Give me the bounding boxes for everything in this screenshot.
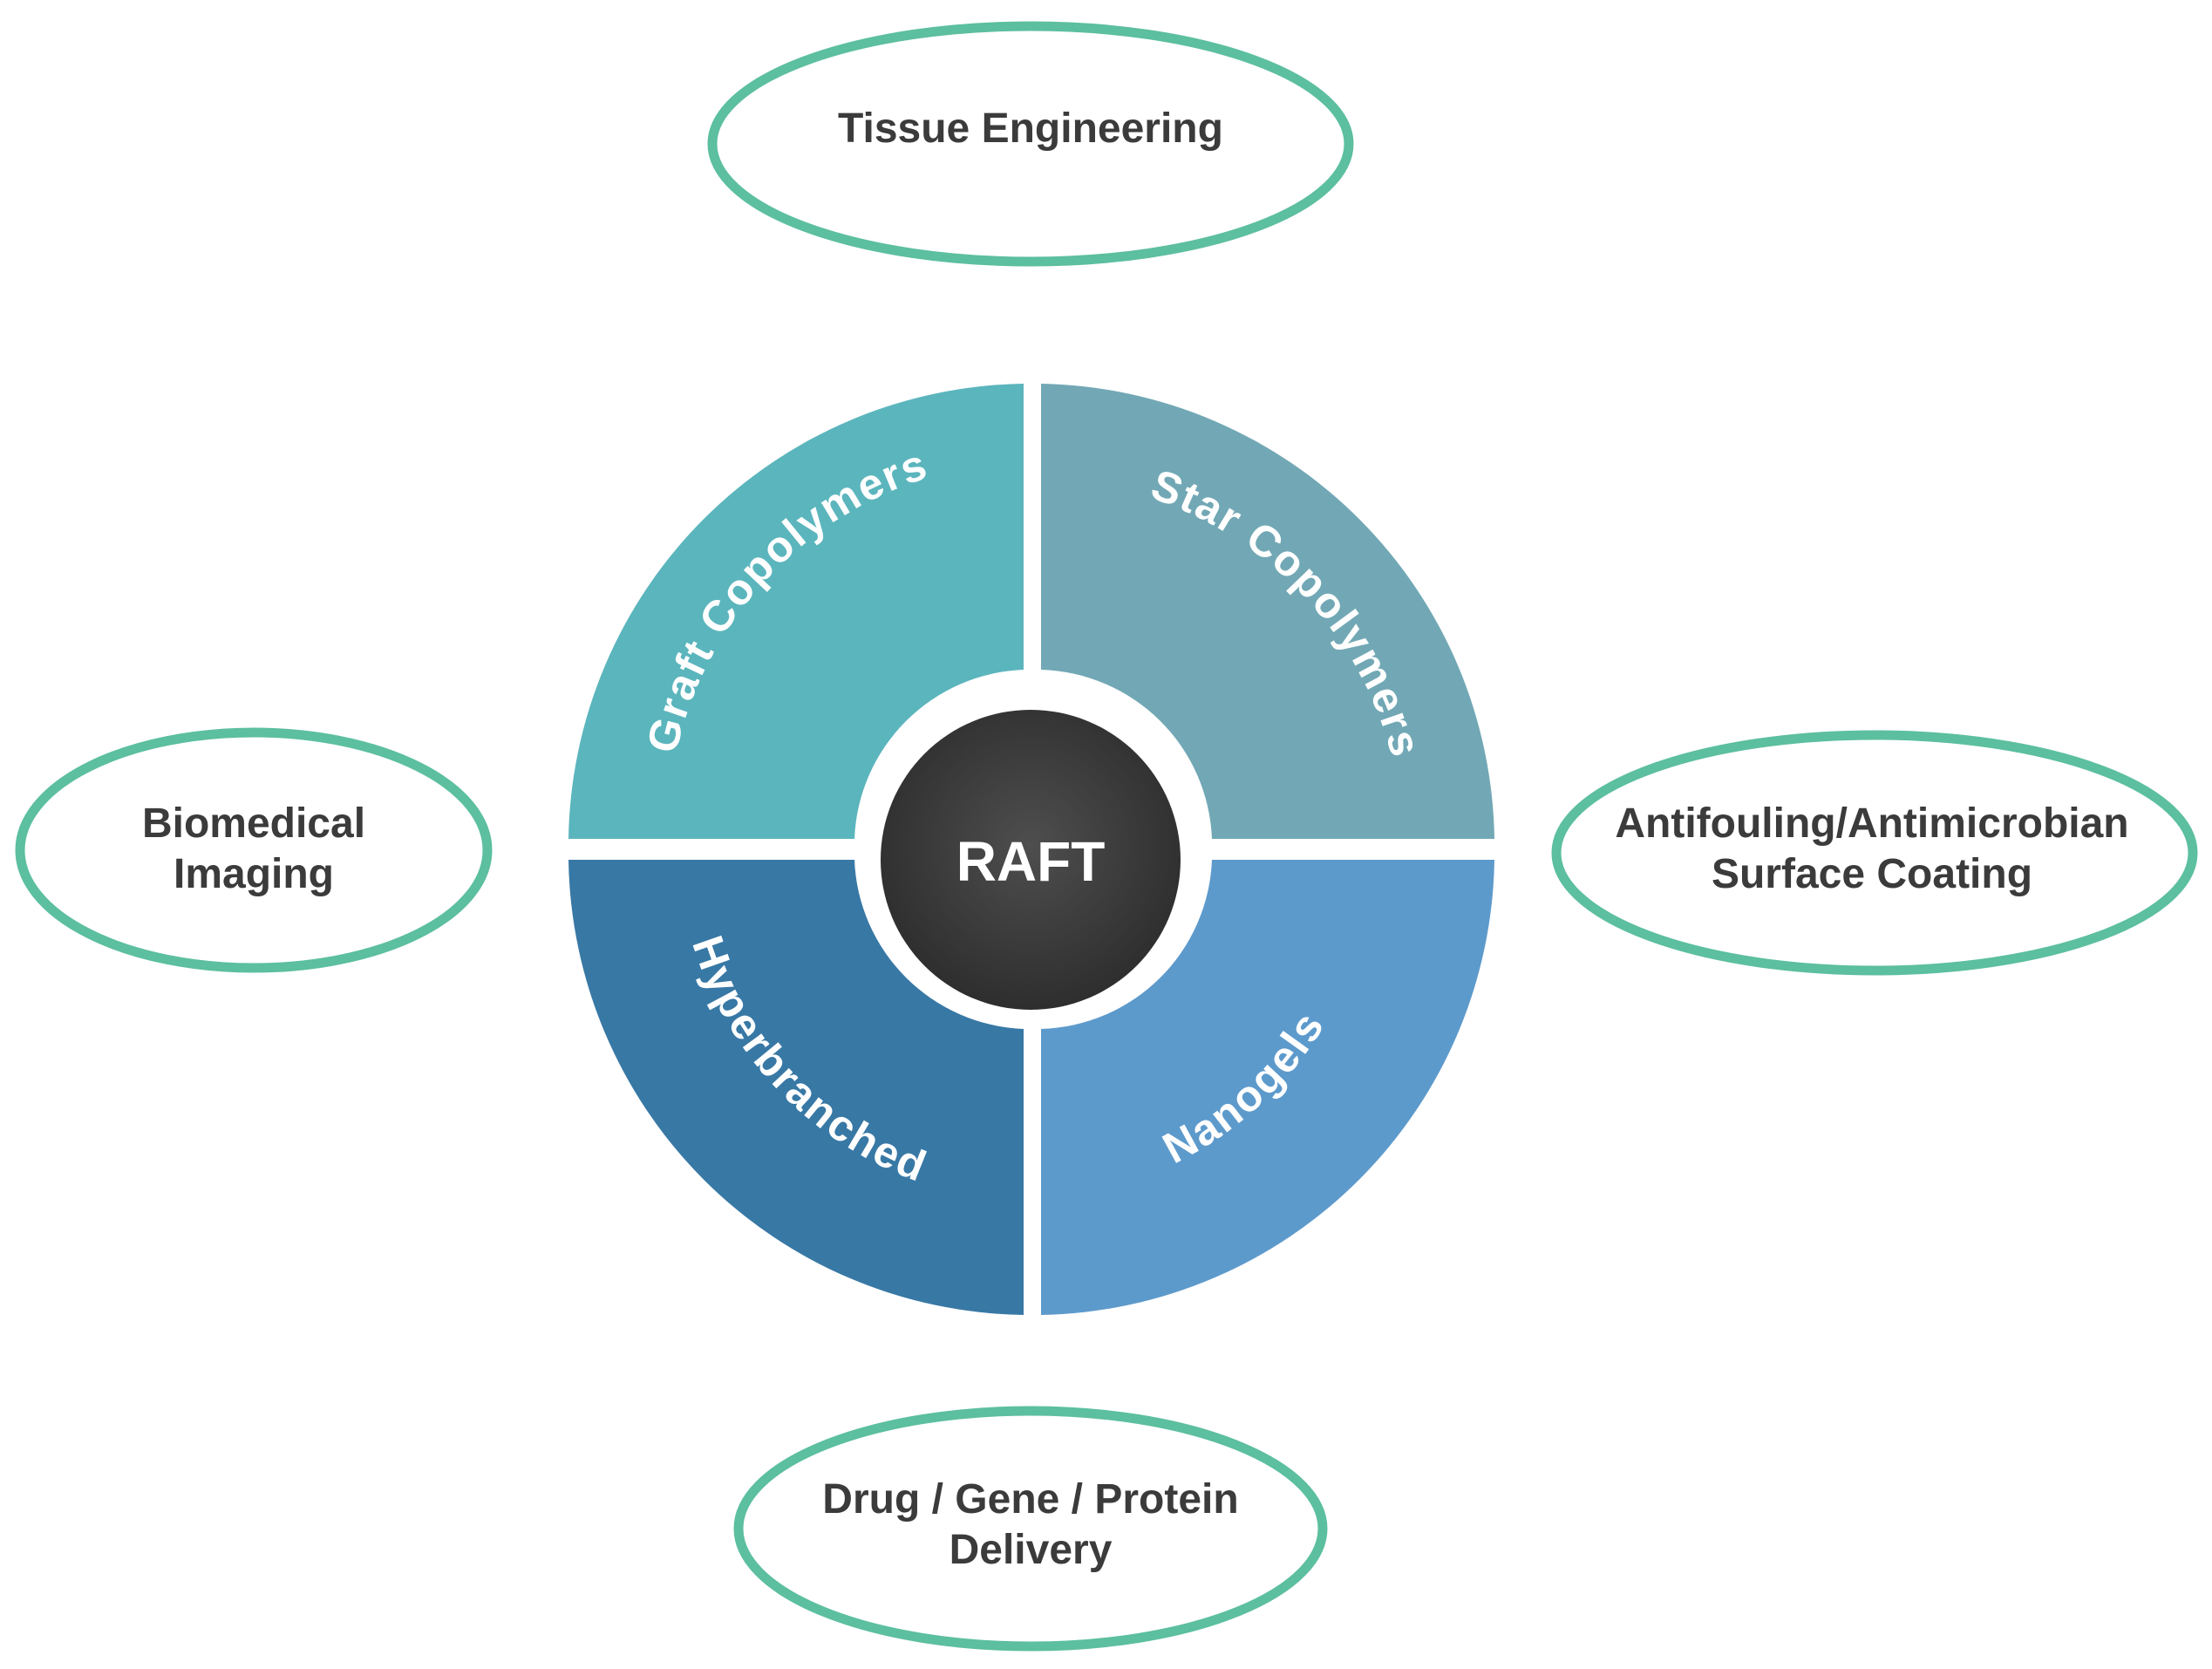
application-label-line: Surface Coating [1712,851,2032,897]
application-biomedical-imaging: Biomedical Imaging [15,727,493,973]
application-label-line: Drug / Gene / Protein [822,1476,1238,1523]
segment-graft-copolymers [568,384,1024,839]
application-ellipse [707,21,1354,267]
application-label-line: Tissue Engineering [838,106,1223,152]
application-label-line: Imaging [174,851,334,897]
segment-nanogels [1041,860,1494,1315]
application-ellipse [1551,730,2198,976]
application-label-line: Biomedical [142,800,365,847]
center-hub [881,710,1181,1010]
segment-hyperbranched [568,860,1024,1315]
application-tissue-engineering: Tissue Engineering [707,21,1354,267]
segment-star-copolymers [1041,384,1494,839]
application-ellipse [733,1406,1328,1652]
application-label-line: Delivery [949,1527,1113,1573]
application-drug-gene-protein-delivery: Drug / Gene / Protein Delivery [733,1406,1328,1652]
center-label: RAFT [956,830,1106,893]
application-ellipse [15,727,493,973]
application-label-line: Antifouling/Antimicrobian [1615,800,2128,847]
application-antifouling-surface-coating: Antifouling/Antimicrobian Surface Coatin… [1551,730,2198,976]
